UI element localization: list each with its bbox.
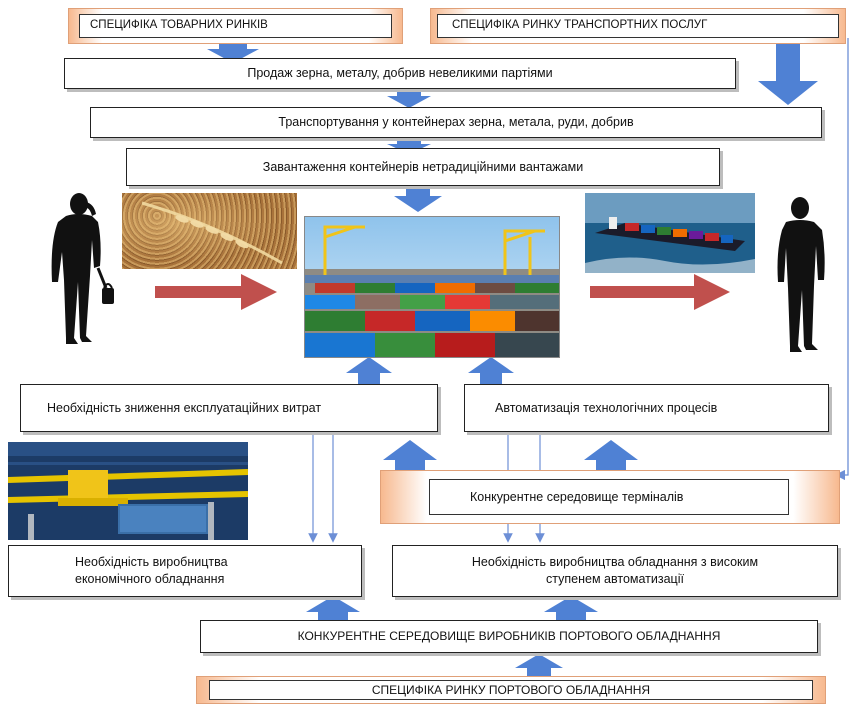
businessman-phone-silhouette-icon: [51, 193, 114, 344]
arrow-up-terminals-right: [584, 440, 638, 472]
reduce-operating-costs-label: Необхідність зниження експлуатаційних ви…: [47, 400, 322, 415]
container-transport-label: Транспортування у контейнерах зерна, мет…: [278, 115, 634, 130]
automated-equipment-need-box: Необхідність виробництва обладнання з ви…: [392, 545, 838, 597]
terminals-competition-label: Конкурентне середовище терміналів: [470, 489, 684, 504]
arrow-down-2: [387, 88, 431, 108]
arrow-down-4: [394, 186, 442, 212]
arrow-right-seller: [155, 274, 277, 310]
goods-market-specifics-box: СПЕЦИФІКА ТОВАРНИХ РИНКІВ: [68, 8, 403, 44]
economic-equipment-need-box: Необхідність виробництва економічного об…: [8, 545, 362, 597]
transport-market-specifics-box: СПЕЦИФІКА РИНКУ ТРАНСПОРТНИХ ПОСЛУГ: [430, 8, 846, 44]
terminals-competition-box: Конкурентне середовище терміналів: [380, 470, 840, 524]
process-automation-box: Автоматизація технологічних процесів: [464, 384, 829, 432]
port-equipment-market-box: СПЕЦИФІКА РИНКУ ПОРТОВОГО ОБЛАДНАННЯ: [196, 676, 826, 704]
automated-equipment-need-line1: Необхідність виробництва обладнання з ви…: [471, 555, 759, 570]
sale-small-batches-label: Продаж зерна, металу, добрив невеликими …: [247, 66, 553, 81]
arrow-up-automation: [468, 357, 514, 385]
arrow-down-3: [387, 138, 431, 154]
container-loading-box: Завантаження контейнерів нетрадиційними …: [126, 148, 720, 186]
connector-transport-to-terminals: [834, 38, 849, 481]
businessman-silhouette-icon: [777, 197, 825, 352]
economic-equipment-need-line1: Необхідність виробництва: [75, 555, 228, 570]
arrow-up-market: [515, 654, 563, 676]
manufacturers-competition-label: КОНКУРЕНТНЕ СЕРЕДОВИЩЕ ВИРОБНИКІВ ПОРТОВ…: [297, 629, 721, 644]
economic-equipment-need-line2: економічного обладнання: [75, 572, 225, 586]
wheat-grain-photo: [122, 193, 297, 269]
arrow-down-1: [207, 41, 259, 63]
process-automation-label: Автоматизація технологічних процесів: [495, 400, 718, 415]
container-ship-photo: [585, 193, 755, 273]
arrow-up-costs: [346, 357, 392, 385]
container-loading-label: Завантаження контейнерів нетрадиційними …: [262, 159, 584, 174]
container-transport-box: Транспортування у контейнерах зерна, мет…: [90, 107, 822, 138]
transport-market-specifics-label: СПЕЦИФІКА РИНКУ ТРАНСПОРТНИХ ПОСЛУГ: [452, 19, 708, 32]
arrow-down-big: [758, 41, 818, 105]
reduce-operating-costs-box: Необхідність зниження експлуатаційних ви…: [20, 384, 438, 432]
gantry-crane-photo: [8, 442, 248, 540]
manufacturers-competition-box: КОНКУРЕНТНЕ СЕРЕДОВИЩЕ ВИРОБНИКІВ ПОРТОВ…: [200, 620, 818, 653]
arrow-up-terminals-left: [383, 440, 437, 472]
arrow-up-manufacturers-right: [544, 596, 598, 620]
arrow-right-buyer: [590, 274, 730, 310]
arrow-up-manufacturers-left: [306, 596, 360, 620]
port-equipment-market-label: СПЕЦИФІКА РИНКУ ПОРТОВОГО ОБЛАДНАННЯ: [371, 682, 651, 697]
sale-small-batches-box: Продаж зерна, металу, добрив невеликими …: [64, 58, 736, 89]
container-terminal-photo: [304, 216, 560, 358]
goods-market-specifics-label: СПЕЦИФІКА ТОВАРНИХ РИНКІВ: [90, 19, 268, 32]
automated-equipment-need-line2: ступенем автоматизації: [546, 572, 684, 586]
